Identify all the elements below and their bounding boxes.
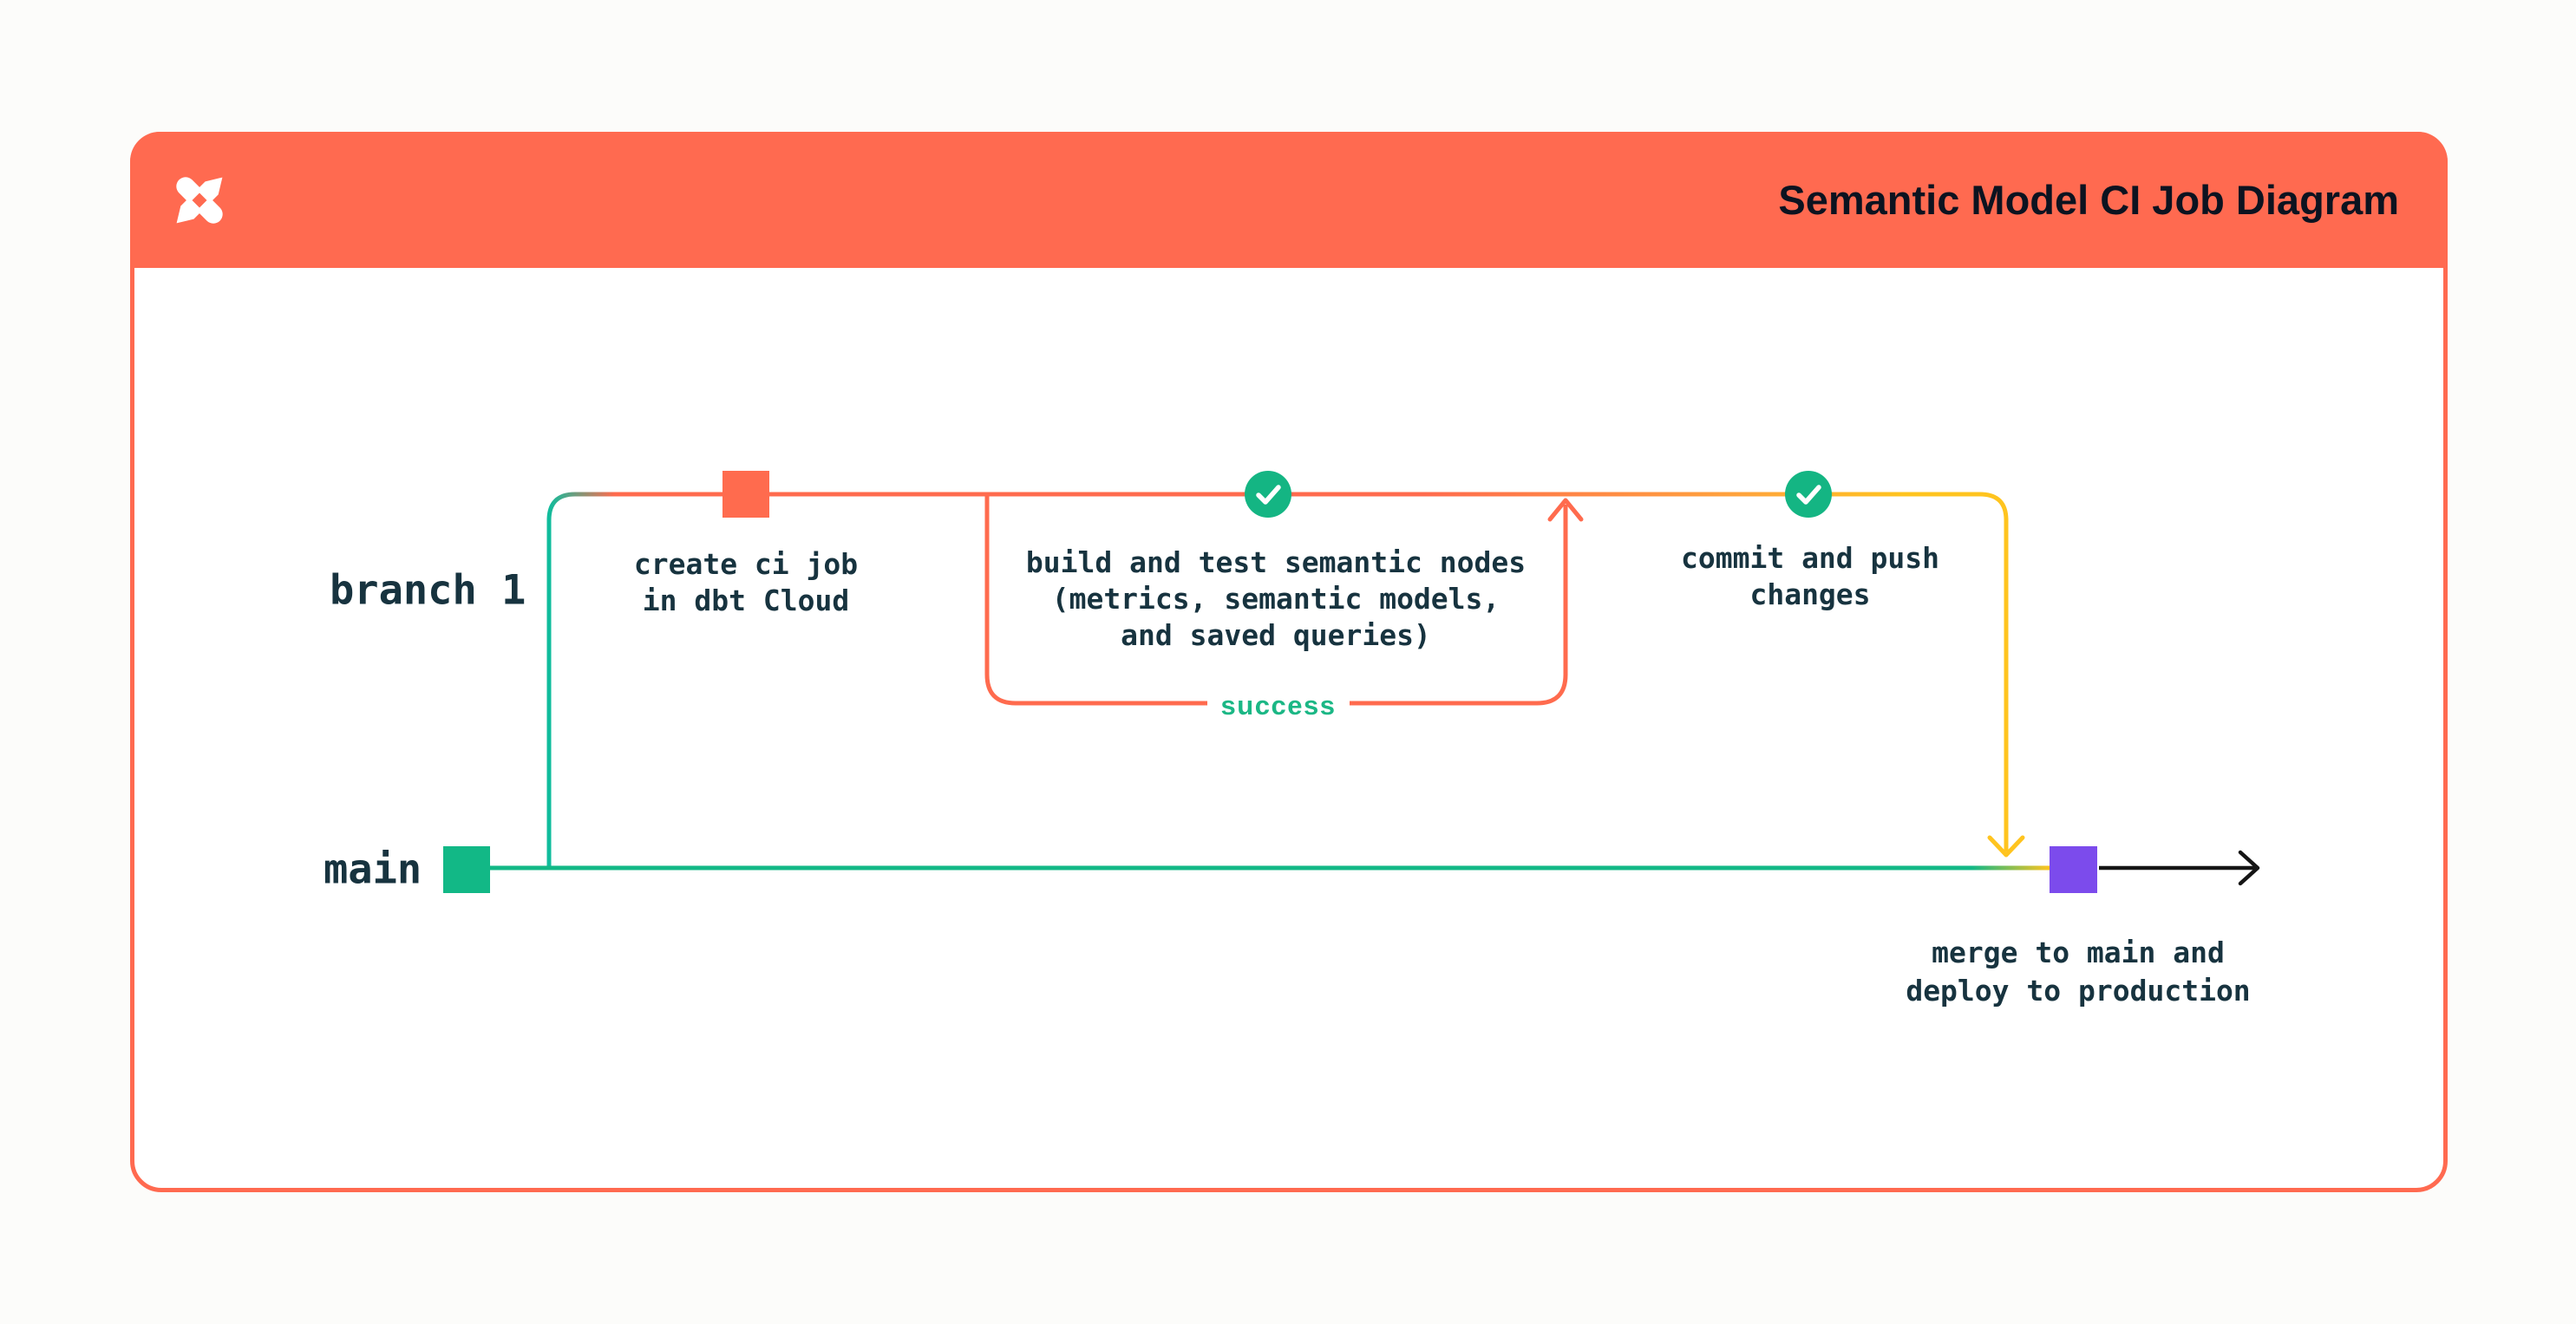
node-build-and-test-line1: build and test semantic nodes — [1025, 545, 1527, 579]
main-continue-arrowhead — [2238, 850, 2260, 886]
success-loop-arrowhead — [1547, 498, 1584, 522]
create-ci-commit-square — [722, 471, 769, 518]
node-commit-and-push: commit and push changes — [1681, 540, 1939, 613]
branch-1-label-text: branch 1 — [330, 566, 526, 615]
page-title: Semantic Model CI Job Diagram — [1778, 177, 2399, 223]
node-merge-to-main: merge to main and deploy to production — [1906, 934, 2250, 1010]
node-build-and-test-line3: and saved queries) — [1121, 618, 1431, 652]
merge-down-arrowhead — [1987, 835, 2025, 858]
diagram-card — [130, 132, 2448, 1192]
node-merge-to-main-line2: deploy to production — [1906, 974, 2251, 1008]
node-create-ci-job-line2: in dbt Cloud — [642, 584, 850, 617]
lane-label-branch-1: branch 1 — [330, 567, 526, 615]
node-build-and-test: build and test semantic nodes (metrics, … — [1026, 545, 1526, 654]
merge-commit-square — [2050, 846, 2097, 893]
check-circle-build-test — [1245, 471, 1291, 518]
node-merge-to-main-line1: merge to main and — [1932, 936, 2225, 969]
node-commit-and-push-line1: commit and push — [1680, 541, 1940, 575]
check-circle-commit-push — [1785, 471, 1832, 518]
success-loop-left — [984, 496, 1207, 706]
node-create-ci-job-line1: create ci job — [633, 547, 859, 581]
success-loop-label: success — [1221, 690, 1337, 721]
main-label-text: main — [324, 845, 422, 894]
header-bar: Semantic Model CI Job Diagram — [130, 132, 2448, 268]
lane-label-main: main — [324, 846, 422, 894]
success-label-text: success — [1220, 690, 1337, 721]
node-commit-and-push-line2: changes — [1749, 577, 1871, 611]
node-create-ci-job: create ci job in dbt Cloud — [634, 546, 858, 619]
main-start-commit-square — [443, 846, 490, 893]
success-loop-right — [1350, 505, 1568, 706]
node-build-and-test-line2: (metrics, semantic models, — [1051, 582, 1500, 616]
dbt-logo-icon — [176, 176, 223, 224]
